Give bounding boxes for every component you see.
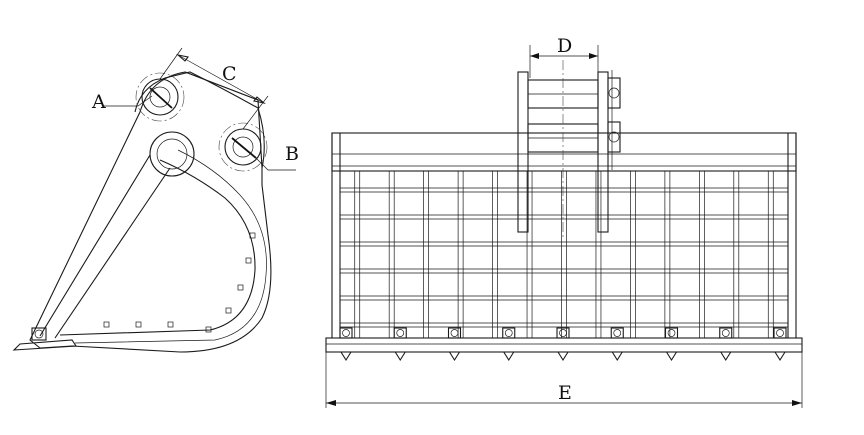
dimension-e (325, 352, 803, 408)
vertical-bar (767, 171, 774, 338)
side-view-inner-plate-2 (74, 149, 267, 344)
horizontal-bar (340, 214, 788, 220)
vertical-bar (664, 171, 671, 338)
pin-b-inner (232, 136, 254, 158)
tooth-icon (664, 327, 679, 362)
front-view-base-plate (325, 337, 803, 353)
side-view-bolt-holes (103, 232, 256, 333)
tooth-icon (502, 327, 516, 362)
vertical-bar (698, 171, 705, 338)
vertical-bar (526, 171, 533, 338)
tooth-icon (610, 327, 624, 362)
vertical-bar (561, 171, 567, 338)
leader-b (249, 151, 296, 171)
vertical-bar (492, 171, 498, 338)
horizontal-bar (340, 241, 788, 247)
horizontal-bar (340, 268, 788, 274)
front-view (325, 45, 803, 408)
label-b: B (285, 143, 299, 165)
side-view-tooth-icon (31, 327, 47, 341)
tooth-icon (773, 327, 787, 362)
tooth-icon (339, 327, 353, 362)
tooth-icon (556, 327, 570, 362)
label-d: D (557, 35, 572, 57)
side-view-lower-boss-inner (156, 138, 188, 170)
side-view-rear-arm (39, 154, 171, 339)
dimension-c (159, 47, 269, 130)
horizontal-bar (340, 295, 788, 301)
horizontal-bar (340, 187, 788, 193)
vertical-bar (457, 171, 464, 338)
vertical-bar (733, 171, 740, 338)
vertical-bar (630, 171, 636, 338)
label-a: A (91, 91, 106, 113)
tooth-icon (393, 327, 407, 362)
horizontal-bar (340, 322, 788, 328)
dimension-d (529, 45, 599, 78)
side-view-ear-plate (134, 71, 265, 169)
tooth-icon (719, 327, 733, 362)
front-view-vertical-bars (354, 171, 774, 338)
side-view-lower-boss (149, 131, 195, 177)
vertical-bar (595, 171, 602, 338)
side-view-inner-plate (59, 159, 256, 336)
front-view-teeth (339, 327, 787, 362)
side-view-cutting-edge (12, 339, 77, 351)
tooth-icon (447, 327, 462, 362)
front-view-horizontal-bars (340, 187, 788, 328)
front-view-mounting-bracket (517, 60, 621, 240)
label-e: E (558, 382, 572, 404)
leader-a (103, 95, 153, 107)
label-c: C (222, 63, 237, 85)
vertical-bar (354, 171, 361, 338)
side-view (12, 47, 296, 353)
vertical-bar (423, 171, 430, 338)
vertical-bar (388, 171, 395, 338)
side-view-outer-shell (29, 71, 272, 353)
